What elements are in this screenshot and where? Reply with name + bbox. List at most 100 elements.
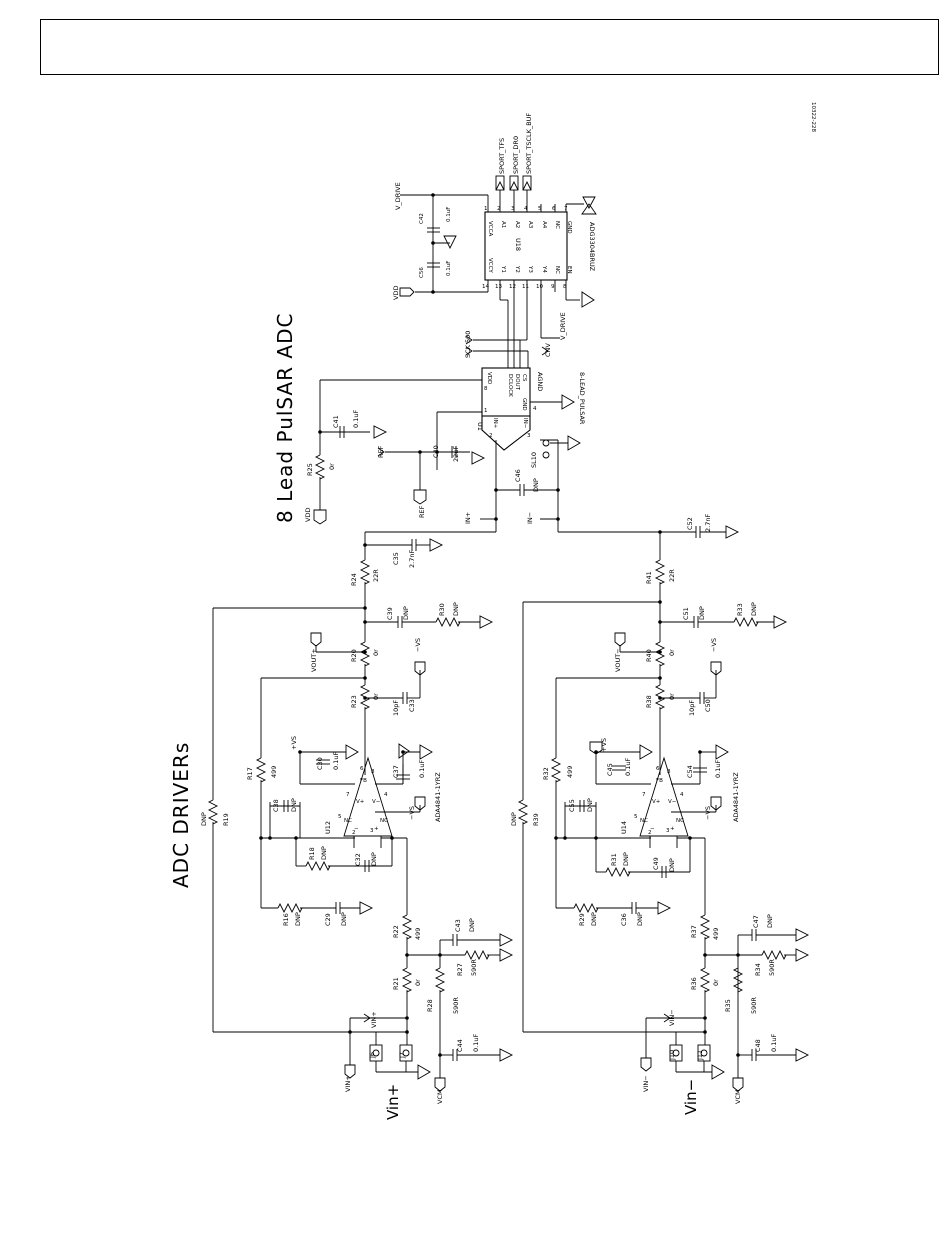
c48-ref: C48 [754, 1039, 762, 1052]
c40-val: 22uF [452, 446, 460, 462]
u18-num-4: 4 [524, 206, 528, 212]
u18-num-3: 3 [511, 206, 515, 212]
u18-num-12: 12 [509, 284, 516, 290]
r40-ref: R40 [645, 649, 653, 662]
r38-val: 0r [668, 693, 676, 700]
r39-val: DNP [510, 812, 518, 826]
r18-ref: R18 [308, 847, 316, 860]
c35-val: 2.7nF [408, 550, 416, 568]
r18-val: DNP [320, 846, 328, 860]
r24-val: 22R [372, 569, 380, 582]
u18-pin-a1: A1 [500, 221, 506, 228]
u18-pin-vcca: VCCA [487, 221, 493, 236]
c50-ref: C50 [704, 699, 712, 712]
u12-pin-vminus: V− [372, 799, 381, 805]
c36-val: DNP [636, 912, 644, 926]
sl10-ref: SL10 [530, 452, 538, 468]
r24-ref: R24 [350, 573, 358, 586]
net-vs-minus-2: −VS [408, 806, 416, 820]
c41-ref: C41 [332, 415, 340, 428]
r27-ref: R27 [456, 963, 464, 976]
c29-val: DNP [340, 912, 348, 926]
u14-ref: U14 [620, 821, 628, 834]
c35-ref: C35 [392, 552, 400, 565]
r28-val: 590R [452, 997, 460, 1014]
net-vdd-u18: VDD [392, 286, 400, 300]
r22-ref: R22 [392, 925, 400, 938]
r17-val: 499 [270, 766, 278, 778]
u12-num-5: 5 [338, 814, 342, 820]
u18-num-6: 6 [552, 206, 556, 212]
net-vcm-2: VCM [734, 1089, 742, 1104]
r30-ref: R30 [438, 603, 446, 616]
c30-val: 0.1uF [332, 752, 340, 770]
title-block [40, 19, 939, 75]
r33-ref: R33 [736, 603, 744, 616]
u18-pin-a2: A2 [514, 221, 520, 228]
net-vs-minus-1: −VS [414, 638, 422, 652]
r25-val: 0r [328, 463, 336, 470]
r31-val: DNP [622, 852, 630, 866]
u18-pin-vccy: VCCY [487, 258, 493, 273]
c43-ref: C43 [454, 919, 462, 932]
c54-val: 0.1uF [714, 760, 722, 778]
r17-ref: R17 [246, 767, 254, 780]
label-vin-minus: Vin− [682, 1079, 700, 1115]
r27-val: 590R [470, 959, 478, 976]
u18-num-10: 10 [536, 284, 543, 290]
u14-num-6: 6 [656, 766, 660, 772]
net-in-minus: IN− [526, 512, 534, 524]
net-vin-plus-1: VIN+ [370, 1011, 378, 1028]
driver-minus-wiring [522, 525, 810, 1092]
r32-ref: R32 [542, 767, 550, 780]
u18-pin-y4: Y4 [541, 265, 547, 273]
r35-ref: R35 [724, 999, 732, 1012]
c56-val: 0.1uF [446, 261, 452, 276]
u14-part: ADA4841-1YRZ [732, 772, 740, 822]
j6-ref: J6 [368, 1052, 376, 1059]
net-sport-dr0: SPORT_DR0 [512, 136, 520, 174]
u1-pin-dout: DOUT [514, 374, 520, 391]
driver-plus-dots [259, 543, 442, 1057]
u14-pin-vplus: V+ [652, 799, 661, 805]
r34-ref: R34 [754, 963, 762, 976]
c30-ref: C30 [316, 757, 324, 770]
u1-pin-in-minus: IN− [522, 418, 528, 429]
u18-num-14: 14 [482, 284, 489, 290]
r28-ref: R28 [426, 999, 434, 1012]
u18-pin-y1: Y1 [500, 265, 506, 273]
net-vin-minus-1: VIN− [668, 1009, 676, 1026]
u18-pin-en: EN [566, 266, 572, 274]
net-vin-plus-2: VIN+ [344, 1075, 352, 1092]
c44-ref: C44 [456, 1039, 464, 1052]
net-vout-minus: VOUT− [614, 648, 622, 672]
c50-val: 10pF [688, 700, 696, 716]
c49-val: DNP [668, 858, 676, 872]
u18-pin-y3: Y3 [527, 265, 533, 273]
r41-ref: R41 [645, 571, 653, 584]
net-v-drive: V_DRIVE [394, 182, 402, 210]
u14-pin-nc1: NC [640, 818, 648, 824]
r23-val: 0r [372, 693, 380, 700]
r29-val: DNP [590, 912, 598, 926]
u14-num-5: 5 [634, 814, 638, 820]
u18-num-8: 8 [563, 284, 567, 290]
c55-val: DNP [586, 798, 594, 812]
u12-pin-vplus: V+ [356, 799, 365, 805]
u1-num-3: 3 [527, 433, 531, 439]
c42-val: 0.1uF [446, 207, 452, 222]
u14-pin-fb: FB [656, 778, 663, 784]
r30-val: DNP [452, 602, 460, 616]
r33-val: DNP [750, 602, 758, 616]
net-vcm-1: VCM [436, 1089, 444, 1104]
c46-val: DNP [532, 478, 540, 492]
c33-val: 10pF [392, 700, 400, 716]
u1-num-2: 2 [489, 433, 493, 439]
u18-supply [399, 194, 488, 297]
c48-val: 0.1uF [770, 1034, 778, 1052]
u1-num-8: 8 [484, 386, 488, 392]
c45-val: 0.1uF [624, 758, 632, 776]
c36-ref: C36 [620, 913, 628, 926]
u1-pin-cs: CS [521, 374, 527, 382]
r36-ref: R36 [690, 977, 698, 990]
